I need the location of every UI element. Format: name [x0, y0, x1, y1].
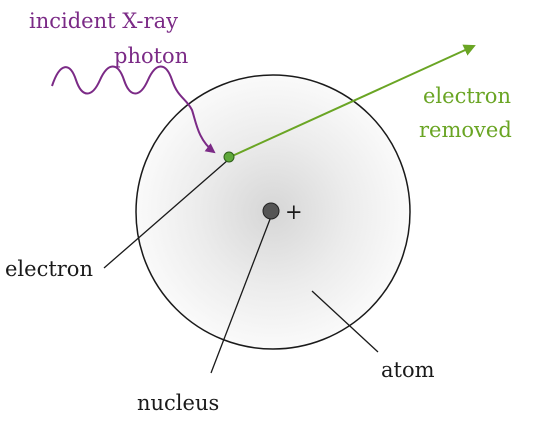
removed-label-line1: electron: [423, 84, 511, 108]
atom-leader-line: [311, 290, 379, 353]
electron-removed-arrow: [229, 44, 476, 158]
photon-label-line1: incident X-ray: [29, 9, 178, 33]
nucleus-charge-label: +: [285, 200, 303, 224]
removed-label-line2: removed: [419, 118, 512, 142]
electron-leader-line: [103, 159, 229, 269]
photon-wave: [51, 65, 216, 154]
nucleus-label: nucleus: [137, 391, 219, 415]
electron-label: electron: [5, 257, 93, 281]
photon-label-line2: photon: [114, 44, 188, 68]
atom-label: atom: [381, 358, 435, 382]
nucleus-dot: [262, 202, 280, 220]
nucleus-leader-line: [210, 213, 273, 374]
electron-dot: [223, 151, 235, 163]
